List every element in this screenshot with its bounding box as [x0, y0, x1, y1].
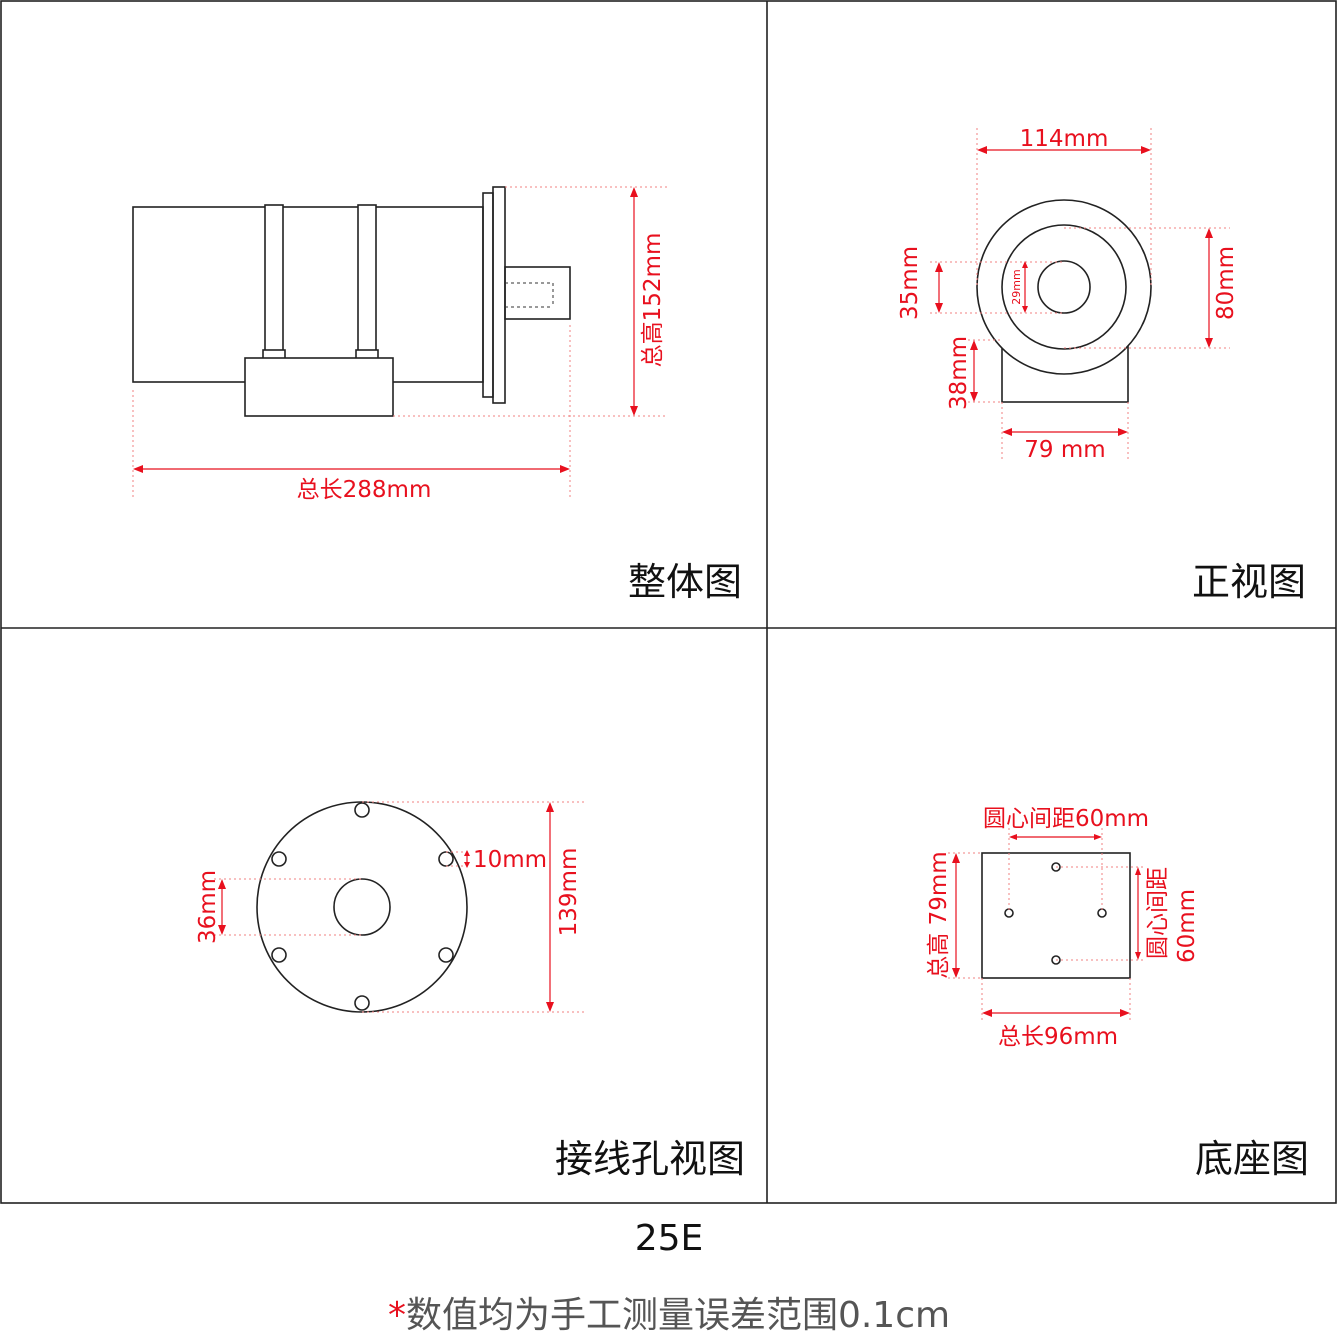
height-label: 总高152mm	[640, 233, 666, 368]
panel-wiring: 36mm 10mm 139mm 接线孔视图	[195, 801, 745, 1181]
lens-ring	[1037, 260, 1091, 314]
base-block	[244, 357, 394, 417]
top-spacing-label: 圆心间距60mm	[983, 806, 1149, 832]
bolt-hole-bottom	[354, 995, 370, 1011]
bolt-hole-top	[354, 802, 370, 818]
measurement-note: *数值均为手工测量误差范围0.1cm	[0, 1286, 1338, 1338]
wiring-hole-label: 36mm	[195, 870, 221, 944]
wiring-hole	[333, 878, 391, 936]
side-spacing-label-line1: 圆心间距	[1145, 867, 1171, 959]
outer-label: 80mm	[1213, 246, 1239, 320]
base-height-label: 总高 79mm	[926, 851, 952, 978]
width-label: 114mm	[1020, 126, 1109, 152]
base-width-label: 79 mm	[1024, 437, 1105, 463]
caption-overall: 整体图	[628, 560, 742, 604]
note-asterisk: *	[387, 1295, 406, 1336]
panel-overall: 总高152mm 总长288mm 整体图	[132, 186, 742, 604]
inner-label: 35mm	[897, 246, 923, 320]
panel-grid	[0, 0, 1337, 1204]
clamp-strap-right	[357, 204, 377, 356]
mount-hole-right	[1097, 908, 1107, 918]
length-label: 总长288mm	[297, 477, 432, 503]
base-height-label: 38mm	[946, 336, 972, 410]
body-cylinder	[132, 206, 484, 383]
model-name: 25E	[634, 1218, 704, 1259]
small-hole-label: 10mm	[473, 847, 547, 873]
mount-hole-left	[1004, 908, 1014, 918]
mount-hole-top	[1051, 862, 1061, 872]
base-length-label: 总长96mm	[998, 1024, 1118, 1050]
flange-plate	[492, 186, 506, 404]
cable-connector	[504, 266, 571, 320]
caption-wiring: 接线孔视图	[555, 1137, 745, 1181]
side-spacing-label-line2: 60mm	[1174, 889, 1200, 963]
panel-base: 圆心间距60mm 圆心间距 60mm 总高 79mm 总长96mm 底座图	[926, 806, 1309, 1181]
mount-hole-bottom	[1051, 955, 1061, 965]
caption-base: 底座图	[1195, 1137, 1309, 1181]
bolt-hole-lower-left	[271, 947, 287, 963]
diameter-label: 139mm	[556, 848, 582, 937]
base-plate	[981, 852, 1131, 979]
caption-front: 正视图	[1192, 560, 1306, 604]
hole-label: 29mm	[1010, 269, 1023, 304]
flange-disk	[256, 801, 468, 1013]
clamp-strap-left	[264, 204, 284, 356]
bolt-hole-upper-left	[271, 851, 287, 867]
bolt-hole-upper-right	[438, 851, 454, 867]
note-text: 数值均为手工测量误差范围0.1cm	[405, 1295, 951, 1336]
panel-front: 114mm 35mm 29mm 80mm 38mm 79 mm	[897, 126, 1306, 604]
flange-ring	[482, 192, 494, 398]
middle-ring	[1001, 224, 1127, 350]
bolt-hole-lower-right	[438, 947, 454, 963]
